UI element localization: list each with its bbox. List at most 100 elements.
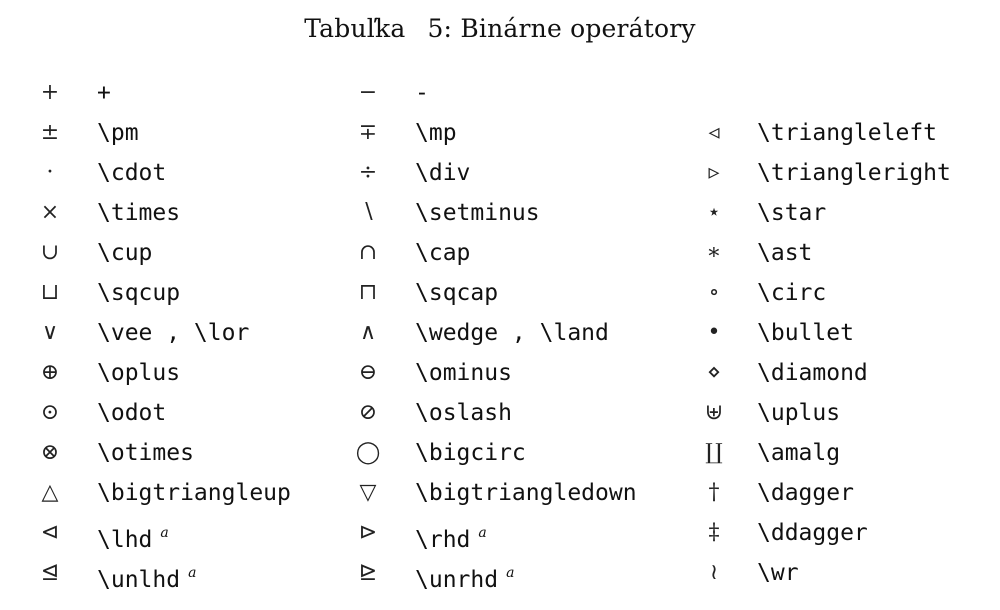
command-text: \star bbox=[757, 200, 827, 226]
operator-symbol: ⊵ bbox=[358, 560, 378, 585]
table-row: ·\cdot÷\div▹\triangleright bbox=[0, 153, 1000, 193]
table-caption: Tabuľka 5: Binárne operátory bbox=[0, 14, 1000, 43]
command-text: \ddagger bbox=[757, 520, 868, 546]
command-text: \wedge , \land bbox=[415, 320, 609, 346]
operator-command: \div bbox=[415, 153, 470, 193]
operator-symbol: ∩ bbox=[358, 240, 378, 265]
operator-symbol: ∘ bbox=[708, 280, 720, 305]
operator-command: \cap bbox=[415, 233, 470, 273]
operator-symbol: ∓ bbox=[358, 120, 378, 145]
command-text: \pm bbox=[97, 120, 139, 146]
command-text: \odot bbox=[97, 400, 167, 426]
footnote-marker: a bbox=[506, 565, 515, 581]
command-text: \circ bbox=[757, 280, 827, 306]
operator-symbol: † bbox=[708, 480, 720, 505]
operator-symbol: • bbox=[707, 320, 721, 345]
footnote-marker: a bbox=[478, 525, 487, 541]
command-text: \times bbox=[97, 200, 181, 226]
operator-command: \setminus bbox=[415, 193, 540, 233]
operator-symbol: ∧ bbox=[359, 320, 377, 345]
operator-command: \ast bbox=[757, 233, 812, 273]
operator-symbol: ± bbox=[40, 120, 60, 145]
operator-command: \pm bbox=[97, 113, 139, 153]
caption-title: 5: Binárne operátory bbox=[427, 14, 696, 43]
operator-command: \otimes bbox=[97, 433, 194, 473]
operator-symbol: ◯ bbox=[355, 440, 381, 465]
operator-symbol: ▹ bbox=[708, 160, 720, 185]
operator-command: \bigcirc bbox=[415, 433, 526, 473]
operator-command: \mp bbox=[415, 113, 457, 153]
command-text: \ast bbox=[757, 240, 813, 266]
table-row: ± \pm ∓ \mp ◃ \triangleleft bbox=[0, 113, 1000, 153]
operator-command: \ddagger bbox=[757, 513, 868, 553]
command-text: \bullet bbox=[757, 320, 854, 346]
table-row: ∨ \vee , \lor ∧ \wedge , \land • \bullet bbox=[0, 313, 1000, 353]
operator-symbol: ◃ bbox=[708, 120, 720, 145]
command-text: \setminus bbox=[415, 200, 540, 226]
command-text: \uplus bbox=[757, 400, 841, 426]
command-text: - bbox=[415, 80, 429, 106]
command-text: \cdot bbox=[97, 160, 167, 186]
caption-label: Tabuľka bbox=[304, 14, 406, 43]
operator-symbol: ÷ bbox=[358, 160, 378, 185]
operator-symbol: ⊘ bbox=[358, 400, 378, 425]
operator-symbol: ⊙ bbox=[40, 400, 60, 425]
operator-symbol: ⊔ bbox=[40, 280, 60, 305]
command-text: \triangleleft bbox=[757, 120, 938, 146]
operator-symbol: ⊗ bbox=[40, 440, 60, 465]
command-text: \mp bbox=[415, 120, 457, 146]
command-text: \bigtriangleup bbox=[97, 480, 291, 506]
command-text: \oslash bbox=[415, 400, 512, 426]
operator-command: - bbox=[415, 73, 429, 113]
operator-command: \wr bbox=[757, 553, 799, 593]
operator-command: \oslash bbox=[415, 393, 512, 433]
operator-command: \amalg bbox=[757, 433, 840, 473]
operator-command: \uplus bbox=[757, 393, 840, 433]
operator-command: \bigtriangleup bbox=[97, 473, 291, 513]
operator-command: \lhd a bbox=[97, 513, 169, 560]
command-text: \lhd bbox=[97, 527, 153, 553]
operator-symbol: ⋆ bbox=[707, 200, 721, 225]
operator-command: \sqcup bbox=[97, 273, 180, 313]
operator-command: + bbox=[97, 73, 111, 113]
operator-symbol: ⊲ bbox=[40, 520, 60, 545]
operator-command: \cup bbox=[97, 233, 152, 273]
operator-symbol: ⊎ bbox=[704, 400, 724, 425]
operator-symbol: ▽ bbox=[359, 480, 377, 505]
table-row: ++−- bbox=[0, 73, 1000, 113]
command-text: \cap bbox=[415, 240, 471, 266]
command-text: \cup bbox=[97, 240, 153, 266]
operator-symbol: ∗ bbox=[706, 240, 722, 265]
operator-command: \dagger bbox=[757, 473, 854, 513]
operator-symbol: ∨ bbox=[41, 320, 59, 345]
command-text: \otimes bbox=[97, 440, 194, 466]
operator-command: \triangleleft bbox=[757, 113, 937, 153]
operator-command: \cdot bbox=[97, 153, 166, 193]
operator-command: \ominus bbox=[415, 353, 512, 393]
command-text: \triangleright bbox=[757, 160, 951, 186]
command-text: \diamond bbox=[757, 360, 868, 386]
command-text: \bigtriangledown bbox=[415, 480, 637, 506]
operator-symbol: ⋄ bbox=[707, 360, 721, 385]
command-text: \div bbox=[415, 160, 471, 186]
operator-command: \rhd a bbox=[415, 513, 487, 560]
command-text: \wr bbox=[757, 560, 799, 586]
command-text: \rhd bbox=[415, 527, 471, 553]
operator-symbol: ⊴ bbox=[40, 560, 60, 585]
table-row: ∪ \cup ∩ \cap ∗ \ast bbox=[0, 233, 1000, 273]
operator-command: \wedge , \land bbox=[415, 313, 609, 353]
command-text: + bbox=[97, 80, 111, 106]
command-text: \vee , \lor bbox=[97, 320, 250, 346]
footnote-marker: a bbox=[160, 525, 169, 541]
operator-command: \bullet bbox=[757, 313, 854, 353]
table-row: ×\times∖\setminus⋆\star bbox=[0, 193, 1000, 233]
command-text: \dagger bbox=[757, 480, 854, 506]
operator-symbol: ∪ bbox=[40, 240, 60, 265]
operator-command: \sqcap bbox=[415, 273, 498, 313]
table-row: ⊕\oplus⊖\ominus⋄\diamond bbox=[0, 353, 1000, 393]
footnote-marker: a bbox=[188, 565, 197, 581]
operator-command: \times bbox=[97, 193, 180, 233]
